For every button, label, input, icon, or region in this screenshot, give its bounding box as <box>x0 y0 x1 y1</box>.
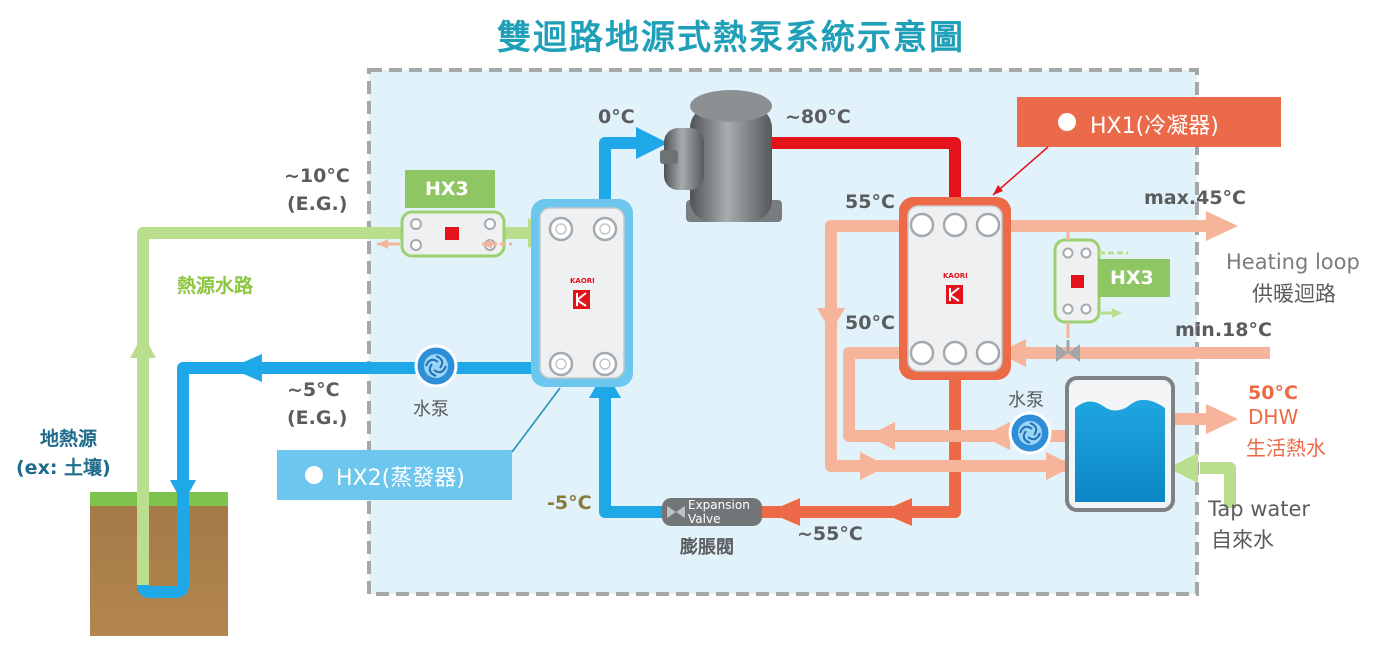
hx1-callout-line <box>992 146 1049 196</box>
hx3-left-exchanger <box>377 210 512 258</box>
source-in-temp: ~10°C <box>284 165 350 187</box>
pump-right <box>1008 411 1052 455</box>
suction-arrowhead <box>636 127 668 159</box>
dhw-label: DHW <box>1248 405 1299 429</box>
dhw-temp: 50°C <box>1248 382 1298 404</box>
compressor-outlet-temp: ~80°C <box>785 106 851 128</box>
tap-water-label: Tap water <box>1208 497 1311 521</box>
pump-left <box>414 344 458 388</box>
source-return-arrowhead <box>230 354 262 382</box>
heating-supply-arrowhead <box>1206 211 1238 241</box>
hx1-left-loop-inner <box>843 347 1072 442</box>
heating-loop-label: Heating loop <box>1226 250 1360 274</box>
liquid-arrowhead-2 <box>768 498 800 526</box>
valve-label-1: Expansion <box>688 498 750 512</box>
hx2-evaporator <box>531 199 633 387</box>
page-title: 雙迴路地源式熱泵系統示意圖 <box>497 18 965 58</box>
hx1-brand-label: KAORI <box>943 272 968 280</box>
outer-loop-right-arrow-2 <box>1046 452 1074 480</box>
hx1-badge-label: HX1(冷凝器) <box>1090 114 1219 139</box>
heating-max-temp: max.45°C <box>1144 187 1246 209</box>
tap-water-arrowhead <box>1168 453 1198 483</box>
inner-loop-left-arrow-2 <box>982 422 1010 450</box>
expansion-valve-body <box>662 498 762 526</box>
dhw-tank <box>1065 376 1175 512</box>
hx1-inlet-temp: 55°C <box>845 191 895 213</box>
heating-min-temp: min.18°C <box>1175 319 1272 341</box>
outer-loop-right-arrow-1 <box>860 452 888 480</box>
inner-loop-left-arrow-1 <box>867 422 895 450</box>
valve-label-2: Valve <box>688 512 721 526</box>
source-up-arrow <box>130 334 156 358</box>
hx2-badge-dot <box>305 466 323 484</box>
liquid-line-temp: ~55°C <box>797 523 863 545</box>
tap-water-pipe <box>1200 462 1236 508</box>
heating-loop-cn: 供暖迴路 <box>1252 282 1336 306</box>
hx1-outlet-temp: 50°C <box>845 312 895 334</box>
evap-inlet-pipe <box>599 395 665 518</box>
hx2-brand-label: KAORI <box>570 277 595 285</box>
source-loop-label: 熱源水路 <box>177 275 254 297</box>
hx3-right-badge <box>1098 259 1170 297</box>
liquid-arrowhead-1 <box>880 498 912 526</box>
hx2-badge-label: HX2(蒸發器) <box>336 466 465 491</box>
source-out-note: (E.G.) <box>287 407 348 429</box>
hx2-callout-line <box>511 387 561 453</box>
source-down-arrow <box>170 480 196 504</box>
pump-left-label: 水泵 <box>413 399 449 420</box>
compressor-inlet-temp: 0°C <box>598 106 635 128</box>
tap-water-cn: 自來水 <box>1211 528 1274 552</box>
discharge-pipe <box>760 137 961 208</box>
hx3-left-badge <box>405 170 495 208</box>
source-in-note: (E.G.) <box>287 193 348 215</box>
hx3-right-label: HX3 <box>1110 267 1154 289</box>
hx1-condenser <box>899 197 1011 380</box>
source-return-pipe <box>137 362 560 598</box>
outer-loop-down-arrow <box>817 308 845 332</box>
hx3-left-label: HX3 <box>425 178 469 200</box>
three-way-valve <box>1056 340 1080 362</box>
source-out-temp: ~5°C <box>287 379 340 401</box>
ground-source-note: (ex: 土壤) <box>16 457 111 479</box>
evap-inlet-temp: -5°C <box>547 492 592 514</box>
hx1-badge-dot <box>1058 113 1076 131</box>
heating-return-arrowhead <box>998 339 1026 367</box>
soil-block <box>90 506 228 636</box>
dhw-out-arrowhead <box>1206 404 1238 434</box>
grass-strip <box>90 492 228 506</box>
pump-right-label: 水泵 <box>1008 390 1044 411</box>
hx3-right-exchanger <box>1053 226 1128 338</box>
dhw-label-cn: 生活熱水 <box>1246 436 1326 460</box>
hx1-left-loop-outer <box>825 220 1072 472</box>
liquid-pipe <box>760 352 961 518</box>
compressor <box>660 90 782 222</box>
valve-label-cn: 膨脹閥 <box>680 537 734 558</box>
ground-source-label: 地熱源 <box>40 428 98 450</box>
